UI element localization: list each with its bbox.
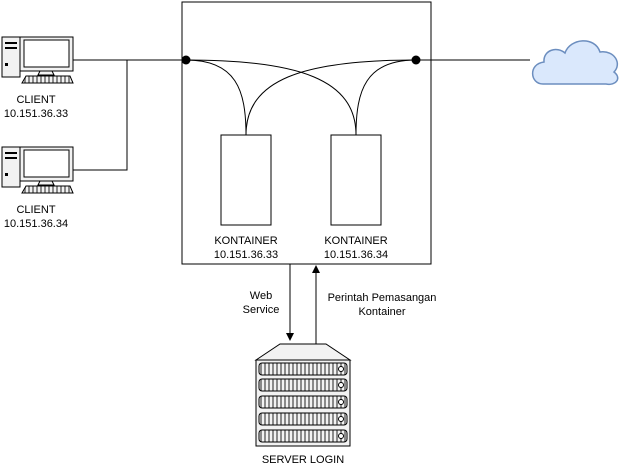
client-2-ip: 10.151.36.34 [3,218,69,230]
container-2-ip: 10.151.36.34 [323,249,389,261]
container-2-name: KONTAINER [324,235,388,247]
network-links [73,59,530,171]
client-1-name: CLIENT [16,94,56,106]
link-left-to-container-1 [185,59,247,136]
web-service-label: Web Service [230,289,292,317]
server-rack-icon [254,343,352,447]
junction-left [181,55,191,65]
link-right-to-container-1 [245,59,417,136]
client-2-label: CLIENT 10.151.36.34 [0,203,72,231]
cloud-icon [531,40,619,86]
container-1-ip: 10.151.36.33 [213,249,279,261]
client-1-ip: 10.151.36.33 [3,108,69,120]
link-right-to-container-2 [355,59,417,136]
install-command-line-1: Perintah Pemasangan [327,292,437,304]
container-2 [330,134,382,226]
desktop-computer-icon [1,146,74,194]
client-2-name: CLIENT [16,204,56,216]
container-2-label: KONTAINER 10.151.36.34 [311,234,401,262]
install-command-line-2: Kontainer [358,306,406,318]
link-client-2-to-bus [73,60,128,171]
container-1-name: KONTAINER [214,235,278,247]
junction-right [411,55,421,65]
client-1-label: CLIENT 10.151.36.33 [0,93,72,121]
desktop-computer-icon [1,36,74,84]
web-service-line-2: Service [242,304,280,316]
install-command-label: Perintah Pemasangan Kontainer [317,291,447,319]
container-1-label: KONTAINER 10.151.36.33 [201,234,291,262]
server-label: SERVER LOGIN [261,454,345,466]
web-service-line-1: Web [249,290,273,302]
container-1 [220,134,272,226]
link-left-to-container-2 [185,59,357,136]
host-box [181,1,432,265]
